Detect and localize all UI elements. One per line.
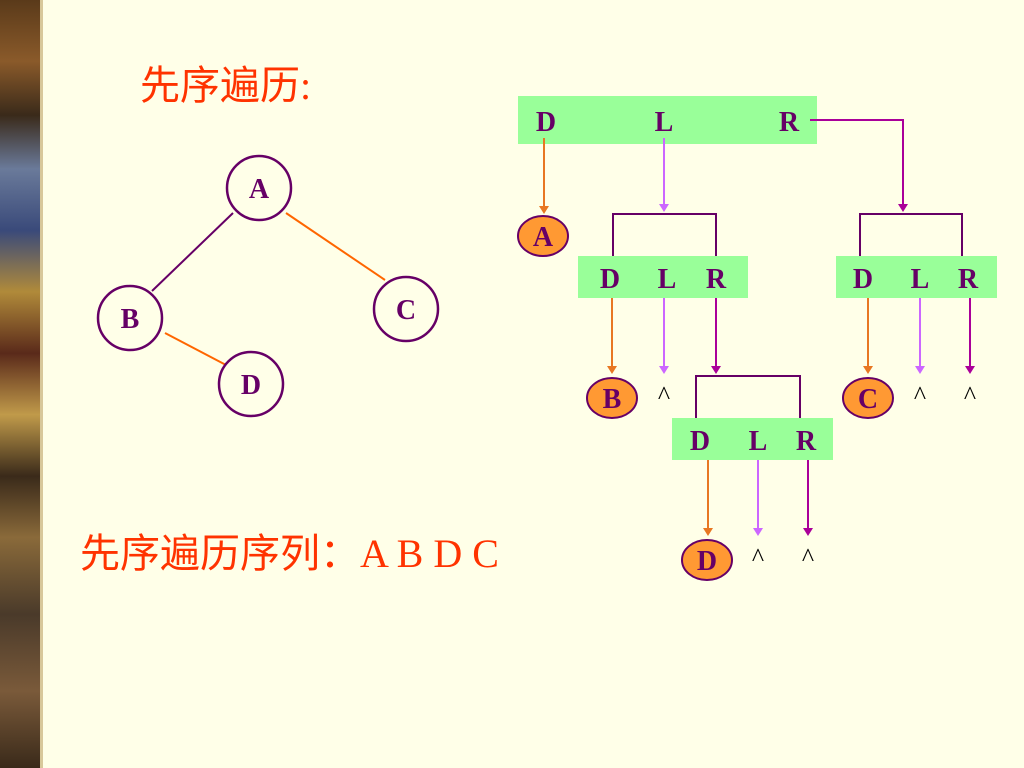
tree-edge-b-d (164, 332, 227, 366)
dlr-b-r: R (706, 264, 727, 295)
arrow-root-l-head (659, 204, 669, 212)
dlr-root-l: L (655, 107, 674, 138)
arrow-d-d-head (703, 528, 713, 536)
dlr-c-l: L (911, 264, 930, 295)
dlr-box-c (836, 256, 997, 298)
tree-node-b: B (96, 284, 164, 352)
tree-edge-a-b (151, 212, 234, 292)
null-marker-d-r: ^ (802, 543, 814, 572)
arrow-b-d-head (607, 366, 617, 374)
visited-node-a (517, 215, 569, 257)
dlr-c-r: R (958, 264, 979, 295)
arrow-root-d-head (539, 206, 549, 214)
visited-node-b-label: B (603, 384, 622, 415)
traversal-diagram: D L R A D L R D L R (517, 96, 997, 581)
visited-node-d (681, 539, 733, 581)
bracket-d (695, 375, 801, 420)
tree-node-a-label: A (249, 174, 270, 205)
dlr-c-d: D (853, 264, 873, 295)
arrow-c-l-head (915, 366, 925, 374)
bracket-c (859, 213, 963, 258)
dlr-box-d (672, 418, 833, 460)
null-marker-b-l: ^ (658, 381, 670, 410)
arrow-b-l-head (659, 366, 669, 374)
visited-node-d-label: D (697, 546, 717, 577)
preorder-sequence-result: 先序遍历序列：A B D C (80, 531, 499, 576)
arrow-c-r-head (965, 366, 975, 374)
visited-node-a-label: A (533, 222, 554, 253)
tree-edge-a-c (285, 212, 386, 281)
arrow-d-r-head (803, 528, 813, 536)
dlr-box-root (518, 96, 817, 144)
arrow-c-d-head (863, 366, 873, 374)
decorative-side-strip (0, 0, 40, 768)
null-marker-d-l: ^ (752, 543, 764, 572)
tree-node-c-label: C (396, 295, 416, 326)
null-marker-c-l: ^ (914, 381, 926, 410)
visited-node-b (586, 377, 638, 419)
visited-node-c (842, 377, 894, 419)
null-marker-c-r: ^ (964, 381, 976, 410)
arrow-b-r-head (711, 366, 721, 374)
tree-node-d-label: D (241, 370, 261, 401)
arrow-d-l-head (753, 528, 763, 536)
arrow-root-r (810, 119, 904, 206)
tree-node-b-label: B (121, 304, 140, 335)
dlr-root-d: D (536, 107, 556, 138)
dlr-box-b (578, 256, 748, 298)
dlr-b-l: L (658, 264, 677, 295)
side-strip-border (40, 0, 43, 768)
arrow-root-r-head (898, 204, 908, 212)
dlr-root-r: R (779, 107, 800, 138)
tree-node-c: C (372, 275, 440, 343)
dlr-d-d: D (690, 426, 710, 457)
tree-node-d: D (217, 350, 285, 418)
dlr-d-r: R (796, 426, 817, 457)
dlr-b-d: D (600, 264, 620, 295)
bracket-b (612, 213, 717, 258)
dlr-d-l: L (749, 426, 768, 457)
binary-tree: A B C D (96, 154, 440, 418)
visited-node-c-label: C (858, 384, 878, 415)
slide-title: 先序遍历: (140, 63, 312, 108)
tree-node-a: A (225, 154, 293, 222)
